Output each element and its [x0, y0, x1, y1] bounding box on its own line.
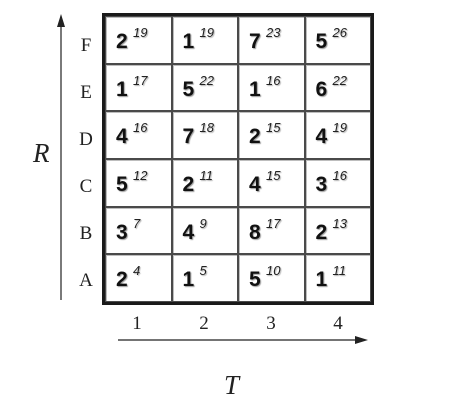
cell-superscript: 17 — [133, 72, 148, 88]
cell-superscript: 10 — [266, 263, 281, 279]
cell-value: 8 — [249, 220, 261, 244]
col-label-2: 2 — [199, 313, 209, 334]
cell-value: 6 — [315, 77, 328, 101]
cell-superscript: 19 — [133, 25, 148, 40]
cell-value: 1 — [315, 268, 328, 292]
cell-value: 1 — [182, 268, 195, 292]
cell-value: 3 — [116, 220, 128, 244]
cell-value: 2 — [315, 220, 328, 244]
cell-superscript: 23 — [266, 25, 281, 40]
cell-value: 4 — [249, 173, 261, 196]
grid-cell: 8 17 — [238, 206, 305, 255]
grid-cell: 5 12 — [105, 159, 172, 207]
cell-superscript: 22 — [199, 72, 214, 88]
grid-cell: 1 19 — [171, 16, 238, 64]
cell-superscript: 19 — [199, 25, 214, 40]
grid-cell: 1 16 — [238, 63, 305, 112]
cell-superscript: 5 — [199, 263, 207, 279]
cell-value: 2 — [249, 125, 261, 149]
cell-value: 2 — [116, 268, 128, 292]
grid-cell: 5 10 — [238, 254, 305, 302]
row-label-c: C — [79, 176, 93, 197]
col-label-1: 1 — [132, 313, 142, 334]
cell-superscript: 18 — [199, 120, 214, 136]
cell-superscript: 15 — [266, 168, 281, 183]
cell-superscript: 11 — [332, 263, 347, 279]
cell-value: 4 — [182, 220, 195, 244]
row-label-b: B — [79, 223, 93, 244]
cell-superscript: 15 — [266, 120, 281, 136]
cell-value: 4 — [315, 125, 328, 149]
row-label-a: A — [79, 270, 93, 291]
col-label-3: 3 — [266, 313, 276, 334]
row-label-d: D — [79, 129, 93, 150]
cell-superscript: 7 — [133, 215, 141, 231]
cell-value: 5 — [116, 173, 128, 196]
cell-value: 3 — [315, 173, 328, 196]
cell-superscript: 11 — [199, 168, 214, 183]
cell-value: 2 — [116, 30, 128, 53]
cell-value: 1 — [116, 77, 128, 101]
row-label-e: E — [80, 82, 92, 103]
grid-cell: 2 15 — [238, 111, 305, 159]
horizontal-axis-title: T — [224, 370, 240, 400]
horizontal-axis-arrow — [118, 336, 368, 344]
cell-superscript: 22 — [332, 72, 347, 88]
cell-superscript: 16 — [266, 72, 281, 88]
cell-value: 4 — [116, 125, 128, 149]
grid-cell: 1 17 — [105, 63, 172, 112]
cell-superscript: 9 — [199, 215, 207, 231]
grid-cell: 5 26 — [304, 16, 371, 64]
cell-superscript: 16 — [133, 120, 148, 136]
grid-cell: 4 15 — [238, 159, 305, 207]
cell-superscript: 19 — [332, 120, 347, 136]
grid-cell: 2 19 — [105, 16, 172, 64]
grid-cell: 4 16 — [105, 111, 172, 159]
cell-superscript: 4 — [133, 263, 141, 279]
cell-value: 1 — [249, 77, 261, 101]
cell-superscript: 26 — [332, 25, 347, 40]
grid-cell: 2 11 — [171, 159, 238, 207]
cell-superscript: 13 — [332, 215, 347, 231]
cell-value: 5 — [182, 77, 195, 101]
cell-value: 7 — [182, 125, 195, 149]
col-label-4: 4 — [333, 313, 343, 334]
cell-superscript: 12 — [133, 168, 148, 183]
vertical-axis-title: R — [33, 138, 50, 168]
grid-cell: 3 16 — [304, 159, 371, 207]
cell-superscript: 16 — [332, 168, 347, 183]
cell-value: 5 — [249, 268, 261, 292]
cell-value: 5 — [315, 30, 328, 53]
cell-value: 2 — [182, 173, 195, 196]
row-label-f: F — [80, 35, 92, 56]
cell-value: 1 — [182, 30, 195, 53]
vertical-axis-arrow — [57, 14, 65, 300]
cell-value: 7 — [249, 30, 261, 53]
cell-superscript: 17 — [266, 215, 281, 231]
grid-cell: 7 23 — [238, 16, 305, 64]
